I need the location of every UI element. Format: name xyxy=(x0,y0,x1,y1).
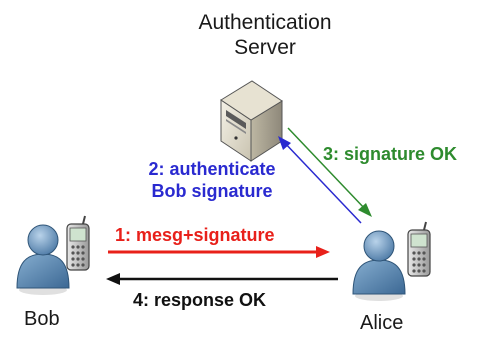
arrow-signature-ok xyxy=(287,127,372,217)
server-title: Authentication Server xyxy=(190,10,340,60)
actor-bob-label: Bob xyxy=(24,308,60,330)
alice-user-icon xyxy=(352,230,406,302)
arrow-response-ok xyxy=(106,273,338,285)
bob-user-icon xyxy=(16,224,70,296)
arrow-mesg-signature xyxy=(108,246,330,258)
msg-signature-ok-label: 3: signature OK xyxy=(323,144,458,164)
server-title-line2: Server xyxy=(234,36,296,59)
msg-response-ok-label: 4: response OK xyxy=(133,290,267,310)
server-title-line1: Authentication xyxy=(198,11,332,34)
msg-authenticate-line1: 2: authenticate xyxy=(148,159,276,179)
msg-authenticate-line2: Bob signature xyxy=(151,181,273,201)
msg-authenticate-label: 2: authenticate Bob signature xyxy=(132,158,292,202)
bob-cellphone-icon xyxy=(66,215,90,271)
actor-alice-label: Alice xyxy=(360,312,404,334)
alice-cellphone-icon xyxy=(407,221,431,277)
server-tower-icon xyxy=(220,80,283,162)
msg-mesg-signature-label: 1: mesg+signature xyxy=(115,225,275,245)
arrow-authenticate xyxy=(278,136,362,224)
